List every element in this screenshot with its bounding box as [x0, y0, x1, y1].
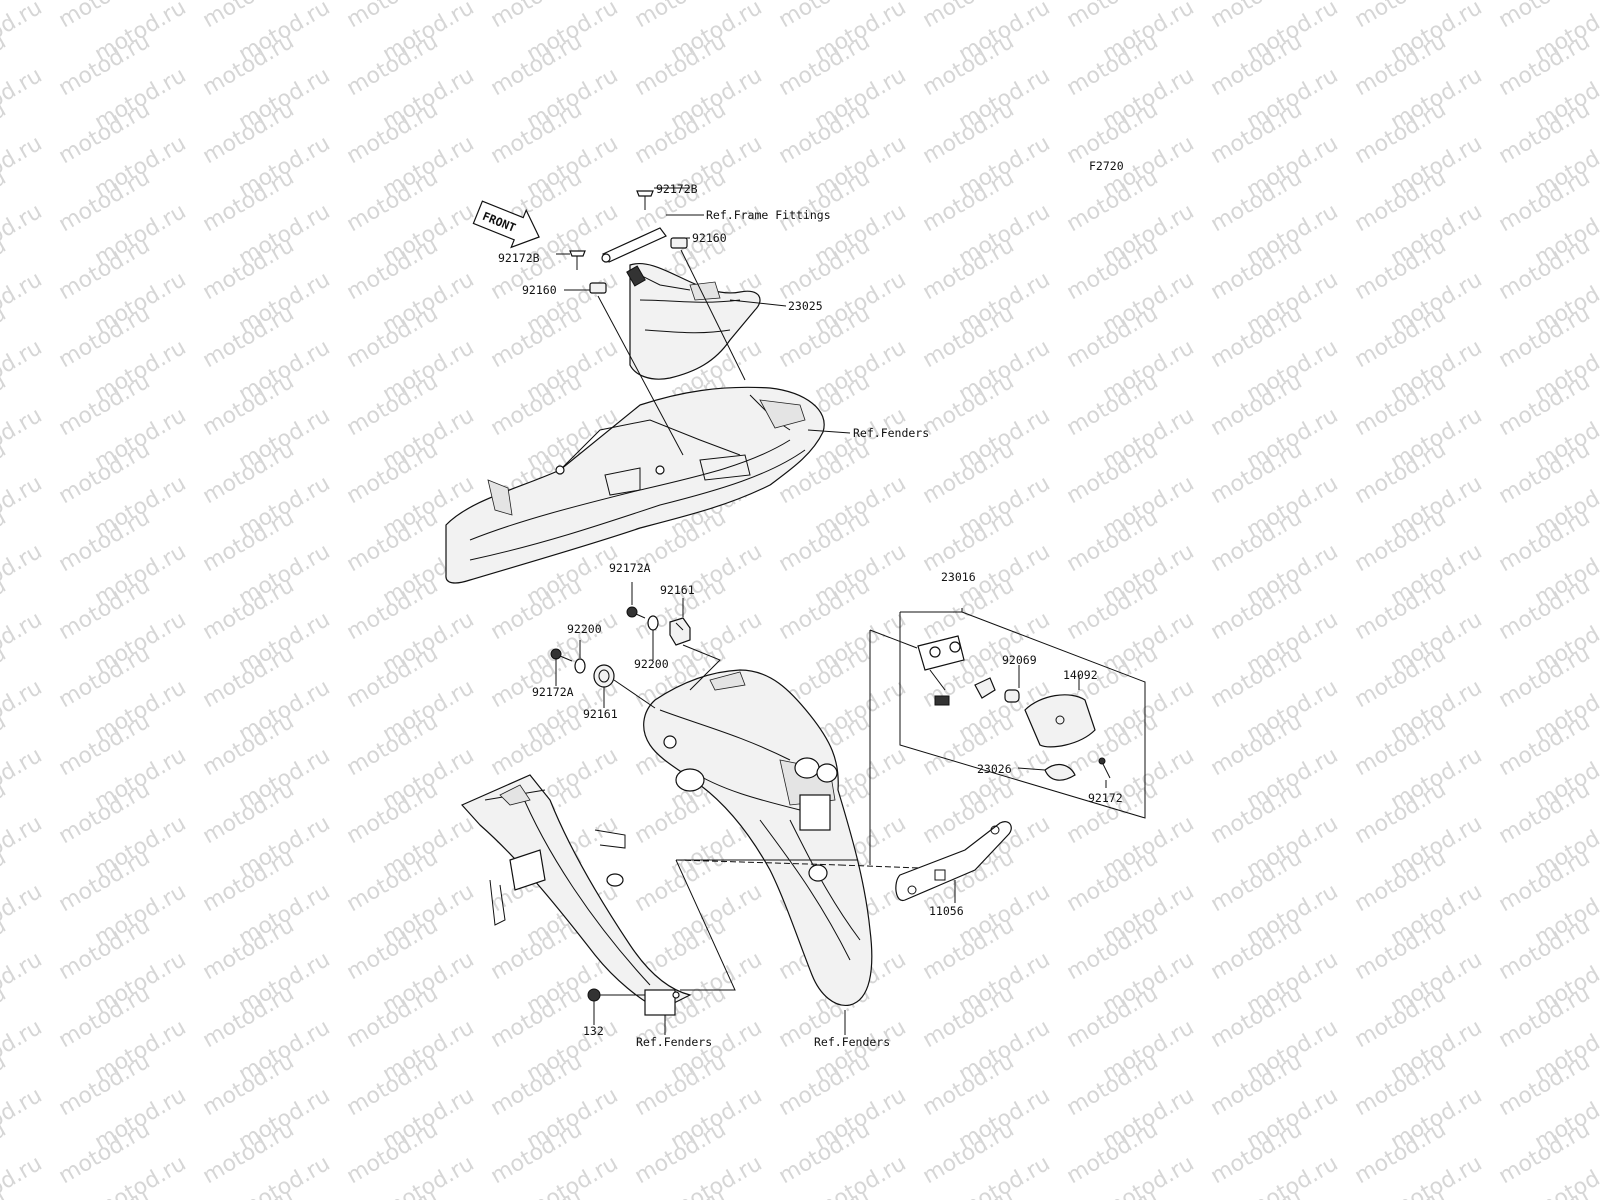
label-92172A-left: 92172A — [532, 685, 574, 699]
watermark-text: motod.ru — [0, 1083, 46, 1155]
watermark-text: motod.ru — [0, 607, 46, 679]
watermark-text: motod.ru — [0, 879, 46, 951]
label-14092: 14092 — [1063, 668, 1098, 682]
license-bracket-11056 — [895, 821, 1012, 901]
label-92172B-left: 92172B — [498, 251, 540, 265]
label-ref-fenders-bottom-right: Ref.Fenders — [814, 1035, 890, 1049]
label-23026: 23026 — [977, 762, 1012, 776]
grommet-92160-top — [670, 237, 688, 249]
label-92160-left: 92160 — [522, 283, 557, 297]
bolt-92172A-top — [626, 606, 646, 619]
label-ref-fenders-bottom-left: Ref.Fenders — [636, 1035, 712, 1049]
watermark-text: motod.ru — [0, 267, 46, 339]
label-92200-mid: 92200 — [634, 657, 669, 671]
inner-fender-bracket — [460, 774, 692, 1016]
gasket-23026 — [1044, 763, 1076, 781]
screw-92172 — [1098, 757, 1111, 779]
damper-92161-left — [593, 664, 615, 688]
ref-frame-fitting-bracket — [601, 227, 667, 263]
label-ref-fenders-top: Ref.Fenders — [853, 426, 929, 440]
label-ref-frame-fittings: Ref.Frame Fittings — [706, 208, 831, 222]
watermark-text: motod.ru — [0, 471, 46, 543]
washer-92200-left — [574, 658, 586, 674]
label-92172B-top: 92172B — [656, 182, 698, 196]
label-92200-left: 92200 — [567, 622, 602, 636]
watermark-text: motod.ru — [0, 1015, 46, 1087]
label-11056: 11056 — [929, 904, 964, 918]
watermark-text: motod.ru — [0, 539, 46, 611]
watermark-text: motod.ru — [0, 811, 46, 883]
label-23016: 23016 — [941, 570, 976, 584]
watermark-text: motod.ru — [0, 199, 46, 271]
label-23025: 23025 — [788, 299, 823, 313]
watermark-text: motod.ru — [0, 335, 46, 407]
label-92172A-top: 92172A — [609, 561, 651, 575]
label-92160-top: 92160 — [692, 231, 727, 245]
license-lamp-23016 — [917, 635, 996, 706]
lens-14092 — [1024, 694, 1096, 748]
rear-fender — [643, 669, 873, 1006]
watermark-text: motod.ru — [0, 947, 46, 1019]
damper-92161-top — [669, 617, 691, 646]
grommet-92160-left — [589, 282, 607, 294]
bolt-132 — [587, 988, 645, 1002]
watermark-text: motod.ru — [0, 743, 46, 815]
watermark-text: motod.ru — [0, 403, 46, 475]
bolt-92172B-top — [636, 190, 654, 210]
label-92161-top: 92161 — [660, 583, 695, 597]
figure-code: F2720 — [1089, 159, 1124, 173]
watermark-text: motod.ru — [0, 675, 46, 747]
bolt-92172B-left — [569, 250, 586, 270]
label-92161-left: 92161 — [583, 707, 618, 721]
washer-92200-mid — [647, 615, 659, 631]
watermark-text: motod.ru — [0, 131, 46, 203]
watermark-text: motod.ru — [0, 0, 46, 67]
watermark-text: motod.ru — [0, 1151, 46, 1200]
bulb-92069 — [1004, 689, 1020, 703]
rear-undertray — [445, 305, 825, 584]
label-92172: 92172 — [1088, 791, 1123, 805]
label-132: 132 — [583, 1024, 604, 1038]
watermark-text: motod.ru — [0, 63, 46, 135]
label-92069: 92069 — [1002, 653, 1037, 667]
